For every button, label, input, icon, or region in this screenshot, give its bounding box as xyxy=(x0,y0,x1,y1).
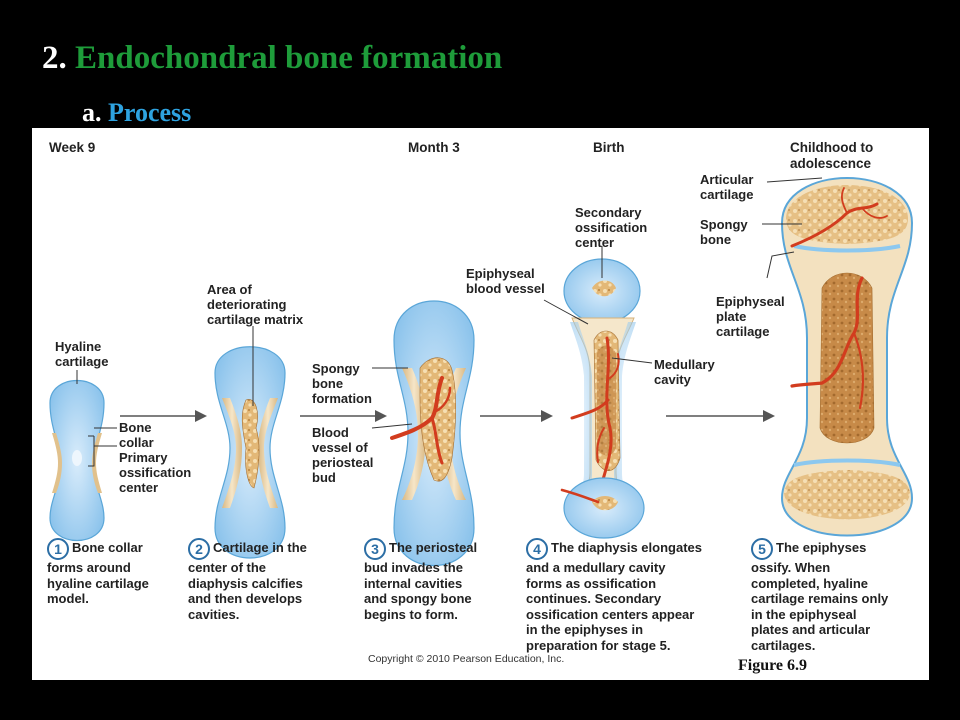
label-primary-ossification-center: Primary ossification center xyxy=(119,450,192,495)
label-spongy-bone: Spongy bone xyxy=(700,217,748,247)
caption-step-5-text: The epiphyses ossify. When completed, hy… xyxy=(751,540,889,653)
caption-step-1-text: Bone collar forms around hyaline cartila… xyxy=(47,540,149,606)
step-number-4: 4 xyxy=(526,538,548,560)
caption-step-2-text: Cartilage in the center of the diaphysis… xyxy=(188,540,307,622)
label-hyaline-cartilage: Hyaline cartilage xyxy=(55,339,109,369)
label-blood-vessel-periosteal-bud: Blood vessel of periosteal bud xyxy=(312,425,374,485)
label-epiphyseal-plate-cartilage: Epiphyseal plate cartilage xyxy=(716,294,785,339)
step-number-5: 5 xyxy=(751,538,773,560)
label-area-deteriorating-cartilage: Area of deteriorating cartilage matrix xyxy=(207,282,304,327)
stage-heading-childhood: Childhood to adolescence xyxy=(790,140,874,171)
label-epiphyseal-blood-vessel: Epiphyseal blood vessel xyxy=(466,266,545,296)
stage-4-bone-model xyxy=(560,258,645,539)
label-spongy-bone-formation: Spongy bone formation xyxy=(312,361,372,406)
step-number-2: 2 xyxy=(188,538,210,560)
slide-title-text: Endochondral bone formation xyxy=(75,40,503,76)
slide-title-number: 2. xyxy=(42,40,67,76)
copyright-notice: Copyright © 2010 Pearson Education, Inc. xyxy=(368,653,565,665)
caption-step-3-text: The periosteal bud invades the internal … xyxy=(364,540,478,622)
caption-step-4-text: The diaphysis elongates and a medullary … xyxy=(526,540,702,653)
slide-title: 2. Endochondral bone formation xyxy=(42,40,502,77)
stage-heading-birth: Birth xyxy=(593,140,625,155)
step-number-3: 3 xyxy=(364,538,386,560)
label-secondary-ossification-center: Secondary ossification center xyxy=(575,205,648,250)
slide-subtitle-text: Process xyxy=(108,98,192,127)
figure-panel: Week 9 Month 3 Birth Childhood to adoles… xyxy=(32,128,929,680)
stage-1-bone-model xyxy=(49,380,105,541)
slide-subtitle-prefix: a. xyxy=(82,98,102,127)
stage-3-bone-model xyxy=(390,300,475,567)
stage-heading-week-9: Week 9 xyxy=(49,140,96,155)
slide-subtitle: a. Process xyxy=(82,98,191,128)
stage-2-bone-model xyxy=(214,346,286,559)
figure-reference: Figure 6.9 xyxy=(738,657,808,674)
label-articular-cartilage: Articular cartilage xyxy=(700,172,754,202)
label-bone-collar: Bone collar xyxy=(119,420,154,450)
step-number-1: 1 xyxy=(47,538,69,560)
leader-lines xyxy=(76,177,823,467)
stage-5-bone-model xyxy=(780,177,914,537)
label-medullary-cavity: Medullary cavity xyxy=(654,357,715,387)
stage-heading-month-3: Month 3 xyxy=(408,140,460,155)
bone-formation-illustration xyxy=(49,177,914,567)
